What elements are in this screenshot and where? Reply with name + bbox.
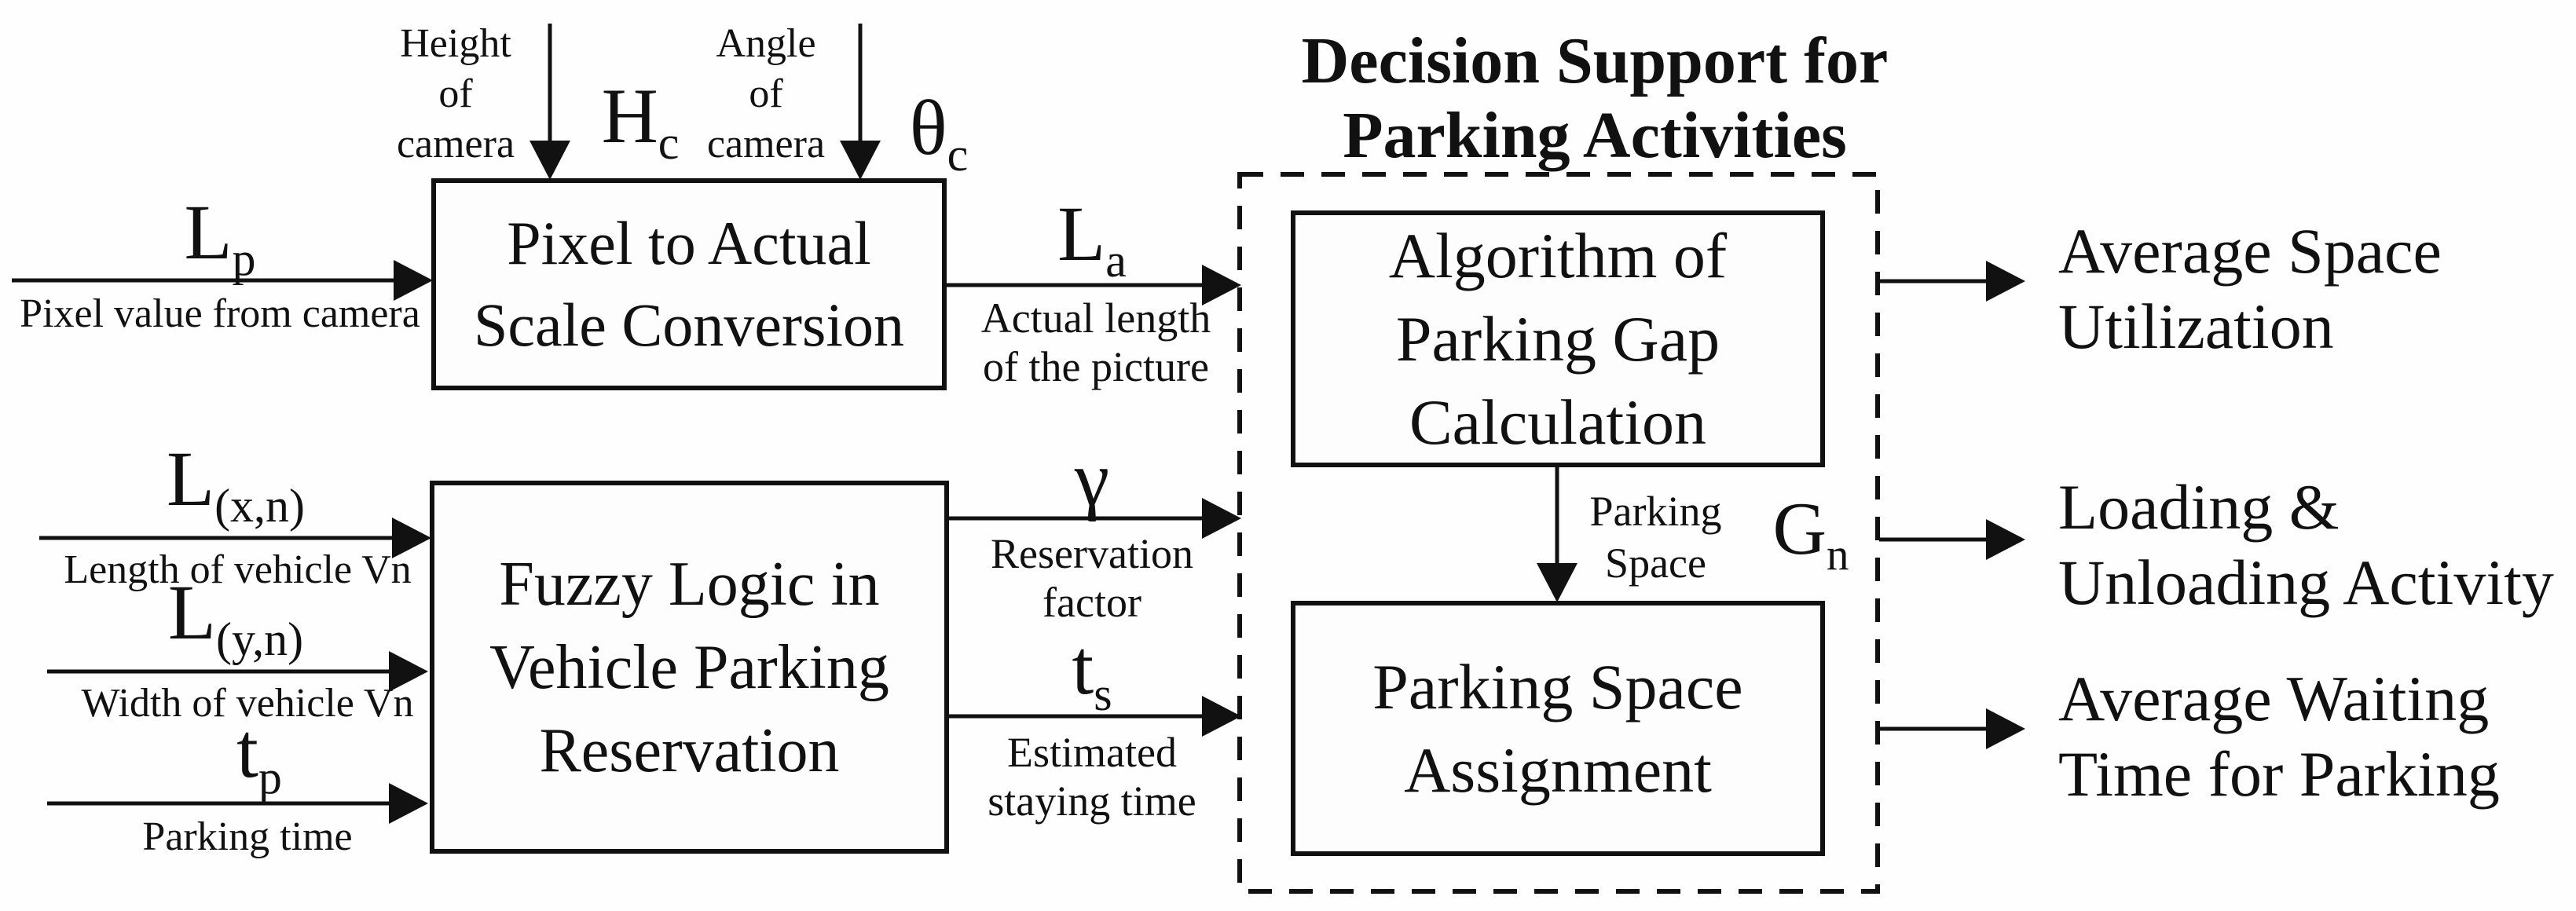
output1-line1: Average Space: [2058, 215, 2442, 287]
tp-description: Parking time: [142, 814, 353, 859]
lyn-symbol-sub: (y,n): [216, 613, 304, 665]
gamma-desc-line2: factor: [1042, 579, 1141, 626]
ts-symbol: ts: [1013, 622, 1171, 718]
tp-symbol-base: t: [236, 707, 258, 794]
lxn-symbol-base: L: [166, 435, 215, 522]
output1-arrow: [1879, 261, 2025, 302]
lyn-symbol: L(y,n): [118, 567, 354, 663]
pixel-scale-line1: Pixel to Actual: [507, 209, 871, 277]
parking-space-arrow: [1537, 467, 1577, 602]
output2-line1: Loading &: [2058, 471, 2340, 543]
theta-c-symbol-base: θ: [909, 84, 947, 171]
diagram-title-line2: Parking Activities: [1343, 99, 1847, 172]
diagram-title-line1: Decision Support for: [1301, 24, 1889, 97]
output3-line2: Time for Parking: [2058, 738, 2500, 810]
fuzzy-logic-box: Fuzzy Logic in Vehicle Parking Reservati…: [430, 481, 949, 854]
pixel-scale-conversion-box: Pixel to Actual Scale Conversion: [431, 178, 947, 390]
gamma-description: Reservation factor: [970, 529, 1214, 627]
output1-line2: Utilization: [2058, 291, 2334, 362]
la-symbol: La: [1013, 188, 1171, 284]
lp-symbol-sub: p: [232, 233, 256, 285]
assignment-line1: Parking Space: [1372, 650, 1743, 723]
hc-symbol-base: H: [601, 72, 658, 159]
angle-label-line2: of: [749, 71, 783, 116]
lp-symbol-base: L: [184, 188, 233, 276]
gap-algorithm-line3: Calculation: [1409, 386, 1706, 458]
lp-description: Pixel value from camera: [20, 291, 420, 336]
theta-c-symbol: θc: [872, 82, 1006, 178]
lxn-description: Length of vehicle Vn: [64, 547, 412, 592]
assignment-line2: Assignment: [1404, 734, 1712, 806]
fuzzy-line1: Fuzzy Logic in: [499, 549, 880, 619]
hc-symbol: Hc: [573, 71, 707, 166]
la-symbol-base: L: [1057, 190, 1106, 277]
output-loading-unloading-activity: Loading & Unloading Activity: [2058, 470, 2554, 620]
tp-symbol: tp: [181, 705, 338, 801]
lyn-symbol-base: L: [167, 569, 216, 656]
parking-space-label-line1: Parking: [1589, 488, 1722, 535]
parking-space-label: Parking Space: [1575, 485, 1736, 589]
ts-desc-line2: staying time: [988, 777, 1196, 825]
la-description: Actual length of the picture: [966, 294, 1226, 391]
gamma-symbol-base: γ: [1074, 435, 1110, 522]
ts-description: Estimated staying time: [970, 728, 1214, 825]
diagram-title: Decision Support for Parking Activities: [1257, 24, 1933, 173]
height-label-line3: camera: [396, 122, 515, 166]
parking-gap-algorithm-box: Algorithm of Parking Gap Calculation: [1291, 210, 1825, 467]
pixel-scale-line2: Scale Conversion: [473, 291, 905, 359]
parking-space-label-line2: Space: [1605, 540, 1706, 587]
height-label-line2: of: [438, 71, 473, 116]
gn-symbol-sub: n: [1827, 530, 1849, 580]
ts-desc-line1: Estimated: [1007, 729, 1177, 776]
ts-symbol-sub: s: [1094, 668, 1112, 720]
output-average-waiting-time: Average Waiting Time for Parking: [2058, 661, 2500, 812]
hc-symbol-sub: c: [658, 117, 680, 169]
la-desc-line2: of the picture: [983, 343, 1209, 390]
la-desc-line1: Actual length: [980, 295, 1211, 342]
gap-algorithm-line2: Parking Gap: [1395, 302, 1720, 375]
output3-line1: Average Waiting: [2058, 663, 2490, 734]
height-of-camera-label: Height of camera: [369, 19, 542, 170]
angle-of-camera-label: Angle of camera: [683, 19, 848, 170]
lp-symbol: Lp: [141, 187, 299, 283]
fuzzy-line2: Vehicle Parking: [489, 632, 889, 702]
lyn-description: Width of vehicle Vn: [81, 681, 414, 726]
angle-label-line3: camera: [706, 122, 826, 166]
output2-arrow: [1879, 519, 2025, 560]
output-average-space-utilization: Average Space Utilization: [2058, 214, 2442, 364]
gamma-symbol: γ: [1013, 434, 1171, 524]
tp-symbol-sub: p: [258, 752, 282, 803]
height-label-line1: Height: [400, 21, 511, 66]
output3-arrow: [1879, 708, 2025, 749]
theta-c-symbol-sub: c: [947, 129, 969, 181]
gn-symbol-base: G: [1772, 487, 1827, 570]
lxn-symbol: L(x,n): [118, 434, 354, 529]
output2-line2: Unloading Activity: [2058, 547, 2554, 618]
parking-space-assignment-box: Parking Space Assignment: [1291, 601, 1825, 856]
la-symbol-sub: a: [1105, 235, 1127, 287]
gn-symbol: Gn: [1748, 485, 1874, 577]
angle-label-line1: Angle: [716, 21, 816, 66]
ts-symbol-base: t: [1072, 624, 1094, 711]
lxn-symbol-sub: (x,n): [214, 480, 306, 532]
gamma-desc-line1: Reservation: [991, 530, 1193, 577]
gap-algorithm-line1: Algorithm of: [1388, 219, 1728, 291]
fuzzy-line3: Reservation: [539, 715, 840, 785]
